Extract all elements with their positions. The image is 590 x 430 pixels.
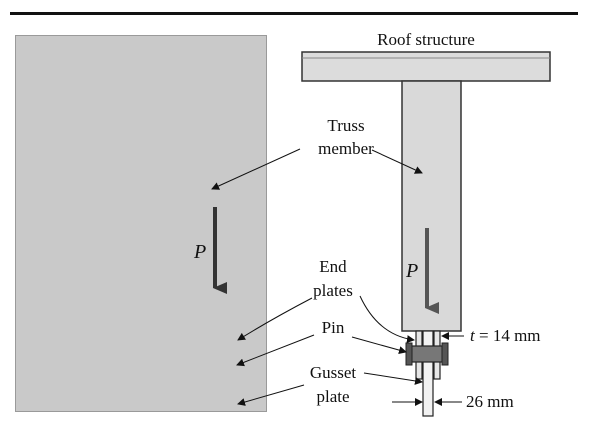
end-plates-leader-photo <box>238 298 312 340</box>
pin <box>408 346 446 362</box>
gusset-line2: plate <box>316 387 349 406</box>
pin-leader-photo <box>237 335 314 365</box>
pin-label: Pin <box>322 318 345 337</box>
end-plates-line2: plates <box>313 281 353 300</box>
roof-beam <box>302 52 550 81</box>
width-label: 26 mm <box>466 392 514 411</box>
load-label-diagram: P <box>405 260 418 282</box>
pin-head-left <box>406 343 412 365</box>
truss-member <box>402 81 461 331</box>
truss-label-line1: Truss <box>327 116 364 135</box>
pin-head-right <box>442 343 448 365</box>
truss-label-line2: member <box>318 139 374 158</box>
end-plates-line1: End <box>319 257 347 276</box>
gusset-leader-photo <box>238 385 304 404</box>
gusset-leader-diagram <box>364 373 422 382</box>
truss-leader-photo <box>212 149 300 189</box>
gusset-line1: Gusset <box>310 363 357 382</box>
roof-label: Roof structure <box>377 30 475 49</box>
pin-leader-diagram <box>352 337 406 352</box>
gusset-plate <box>423 331 433 416</box>
load-label-photo: P <box>193 241 206 263</box>
thickness-label: t = 14 mm <box>470 326 541 345</box>
